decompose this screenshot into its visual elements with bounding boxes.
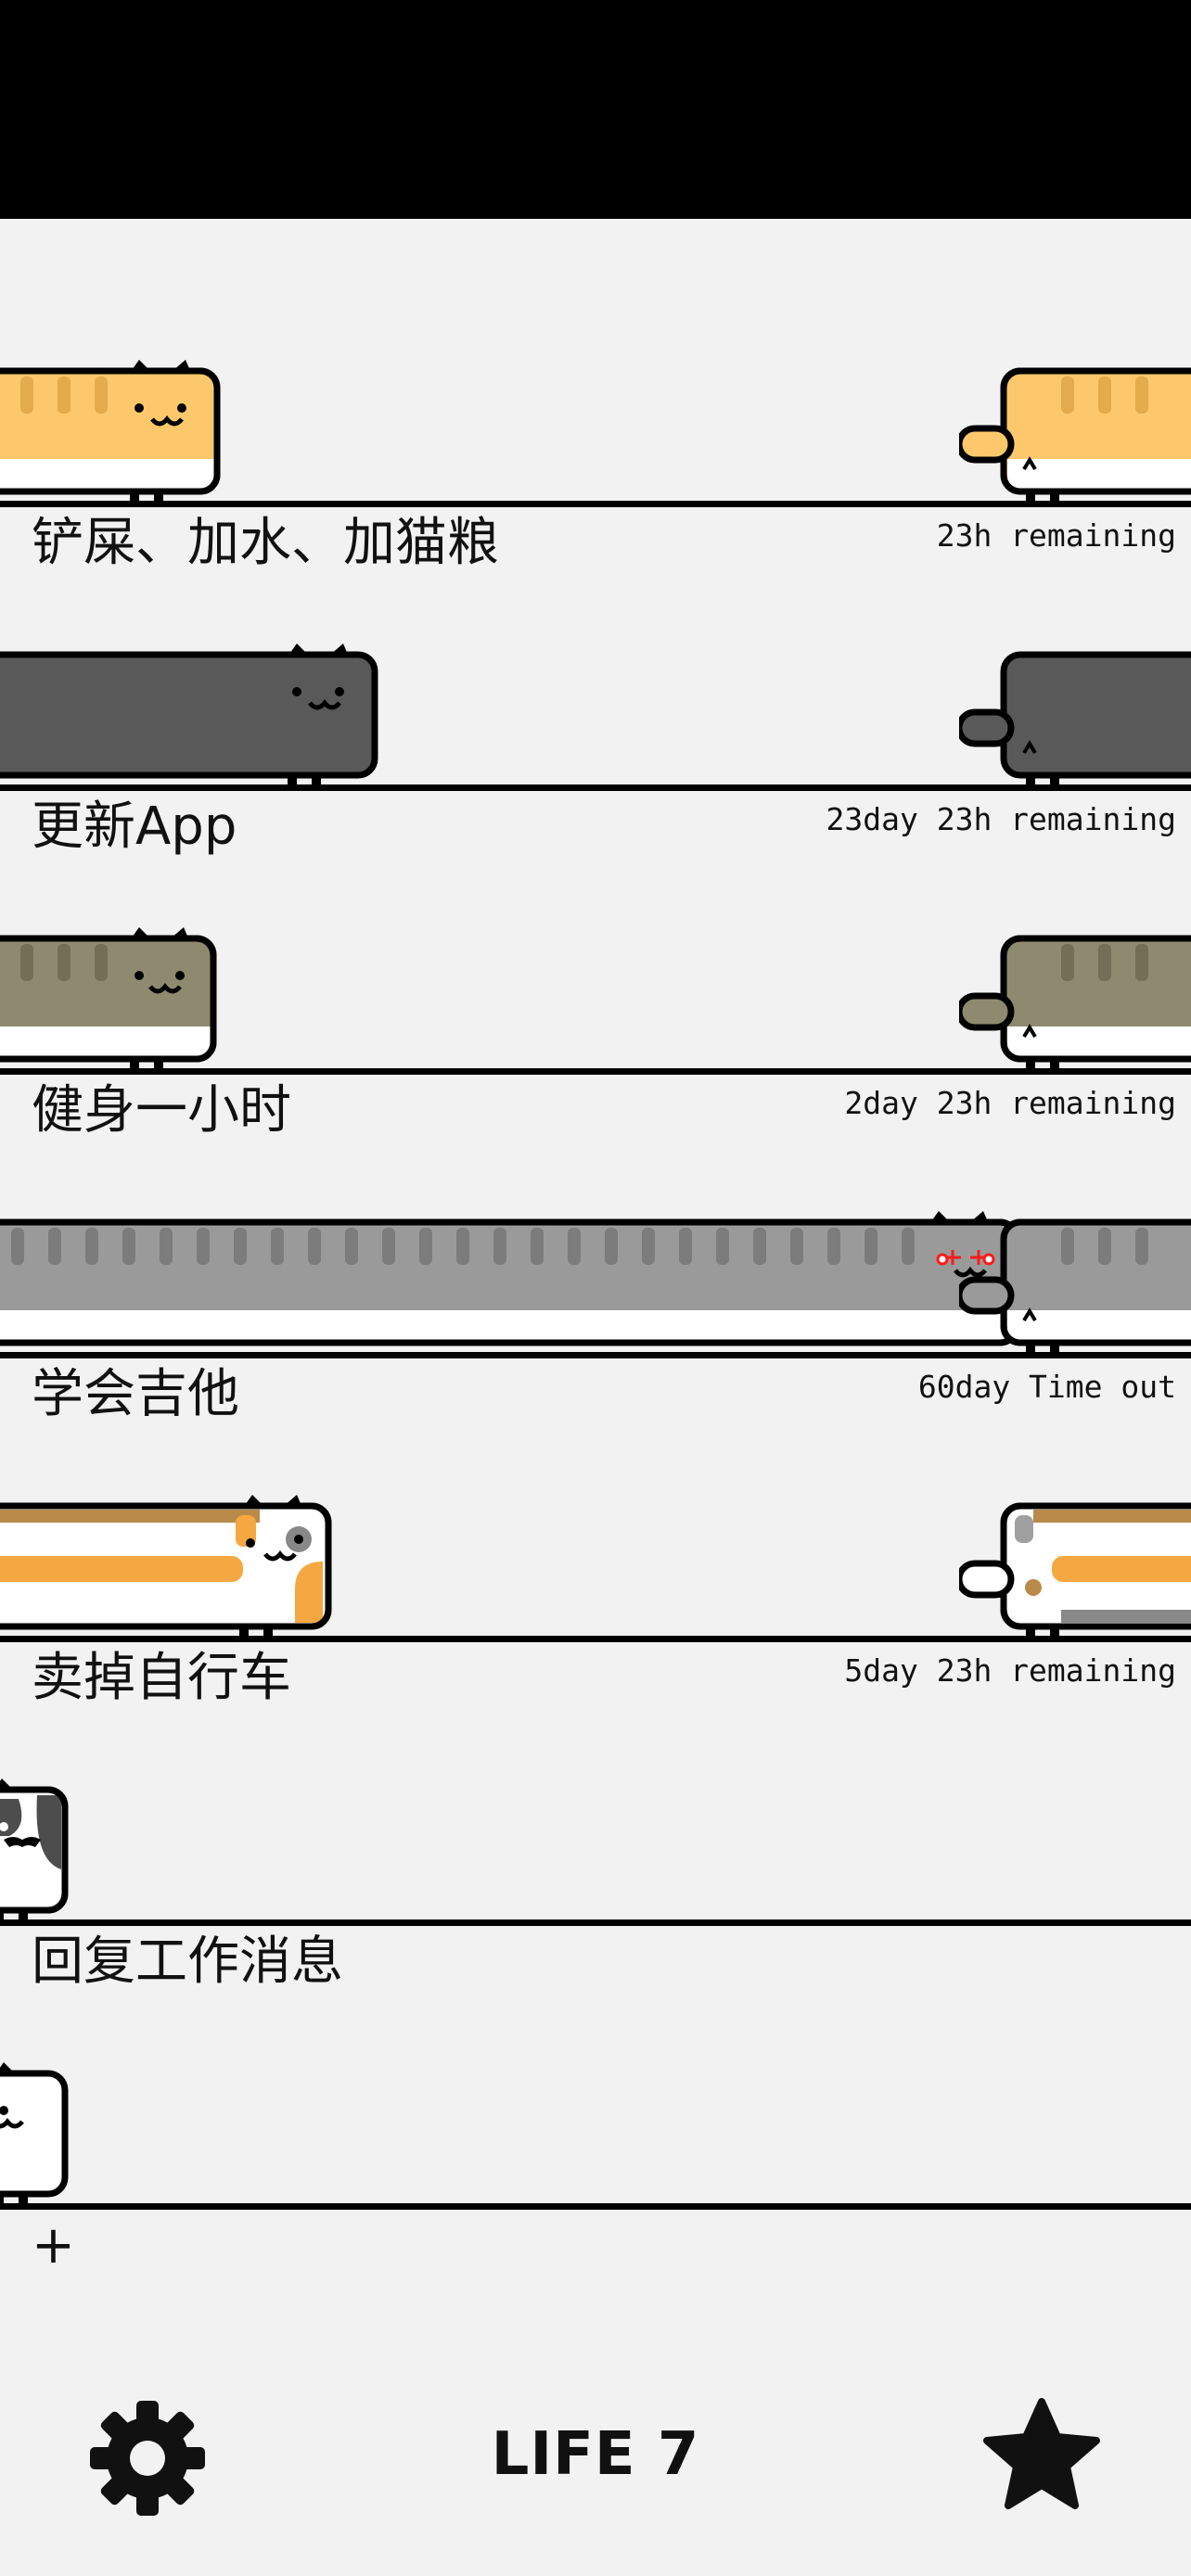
cat-body-front xyxy=(0,506,390,784)
life-counter: LIFE 7 xyxy=(491,2420,700,2489)
task-row[interactable]: 卖掉自行车 5day 23h remaining xyxy=(0,1358,1191,1708)
task-label: 铲屎、加水、加猫粮 xyxy=(32,513,499,573)
task-row[interactable]: 更新App 23day 23h remaining xyxy=(0,506,1191,857)
row-divider xyxy=(0,2203,1191,2210)
bottom-bar: LIFE 7 xyxy=(0,2355,1191,2576)
cat-body-back xyxy=(955,223,1191,504)
task-status: 2day 23h remaining xyxy=(844,1085,1176,1121)
cat-body-front xyxy=(0,223,223,501)
cat-body-front xyxy=(0,790,223,1068)
task-label: 回复工作消息 xyxy=(32,1932,343,1992)
cat-head xyxy=(0,1641,83,1919)
row-divider xyxy=(0,784,1191,791)
cat-body-back xyxy=(955,506,1191,788)
cat-body-back xyxy=(955,790,1191,1072)
row-divider xyxy=(0,1352,1191,1358)
row-divider xyxy=(0,1068,1191,1075)
status-bar-area xyxy=(0,0,1191,219)
task-label: 学会吉他 xyxy=(32,1364,239,1424)
cat-head xyxy=(0,1925,83,2203)
cat-body-back xyxy=(955,1074,1191,1356)
task-label: 更新App xyxy=(32,797,237,857)
task-label: 健身一小时 xyxy=(32,1080,291,1141)
cat-body-front xyxy=(0,1358,343,1636)
task-row[interactable]: 回复工作消息 xyxy=(0,1641,1191,1992)
favorites-button[interactable] xyxy=(981,2396,1102,2517)
row-divider xyxy=(0,1636,1191,1642)
task-label: 卖掉自行车 xyxy=(32,1648,291,1708)
row-divider xyxy=(0,501,1191,507)
task-status: 23day 23h remaining xyxy=(826,801,1177,837)
cat-body-front xyxy=(0,1074,1020,1352)
cat-body-back xyxy=(955,1358,1191,1639)
gear-icon xyxy=(90,2401,205,2516)
add-task-button[interactable]: + xyxy=(32,2215,75,2276)
task-row[interactable]: 健身一小时 2day 23h remaining xyxy=(0,790,1191,1141)
row-divider xyxy=(0,1919,1191,1926)
task-status: 60day Time out xyxy=(917,1369,1176,1405)
task-row[interactable]: 铲屎、加水、加猫粮 23h remaining xyxy=(0,223,1191,573)
settings-button[interactable] xyxy=(89,2400,206,2517)
add-task-row[interactable]: + xyxy=(0,1925,1191,2276)
star-icon xyxy=(983,2398,1100,2509)
task-row[interactable]: 学会吉他 60day Time out xyxy=(0,1074,1191,1424)
task-status: 5day 23h remaining xyxy=(844,1652,1176,1689)
task-status: 23h remaining xyxy=(936,517,1176,554)
